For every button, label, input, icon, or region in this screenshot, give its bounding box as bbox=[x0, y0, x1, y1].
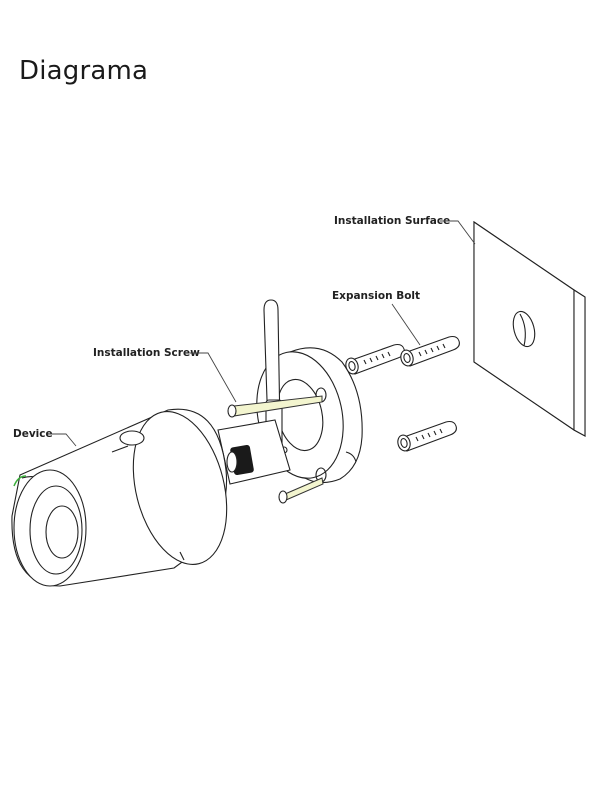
label-installation-surface: Installation Surface bbox=[334, 215, 450, 227]
page-title: Diagrama bbox=[19, 56, 149, 86]
installation-screw-2 bbox=[278, 477, 324, 504]
installation-diagram: Installation Surface Expansion Bolt bbox=[11, 215, 586, 587]
expansion-bolt-2 bbox=[400, 335, 460, 367]
label-device: Device bbox=[13, 428, 53, 440]
expansion-bolt-1 bbox=[345, 343, 405, 375]
label-installation-screw: Installation Screw bbox=[93, 347, 200, 359]
expansion-bolt-3 bbox=[397, 420, 457, 452]
installation-surface-plate bbox=[473, 220, 586, 437]
installation-screw-1 bbox=[227, 395, 323, 418]
camera-body bbox=[11, 408, 228, 587]
label-expansion-bolt: Expansion Bolt bbox=[332, 290, 420, 302]
